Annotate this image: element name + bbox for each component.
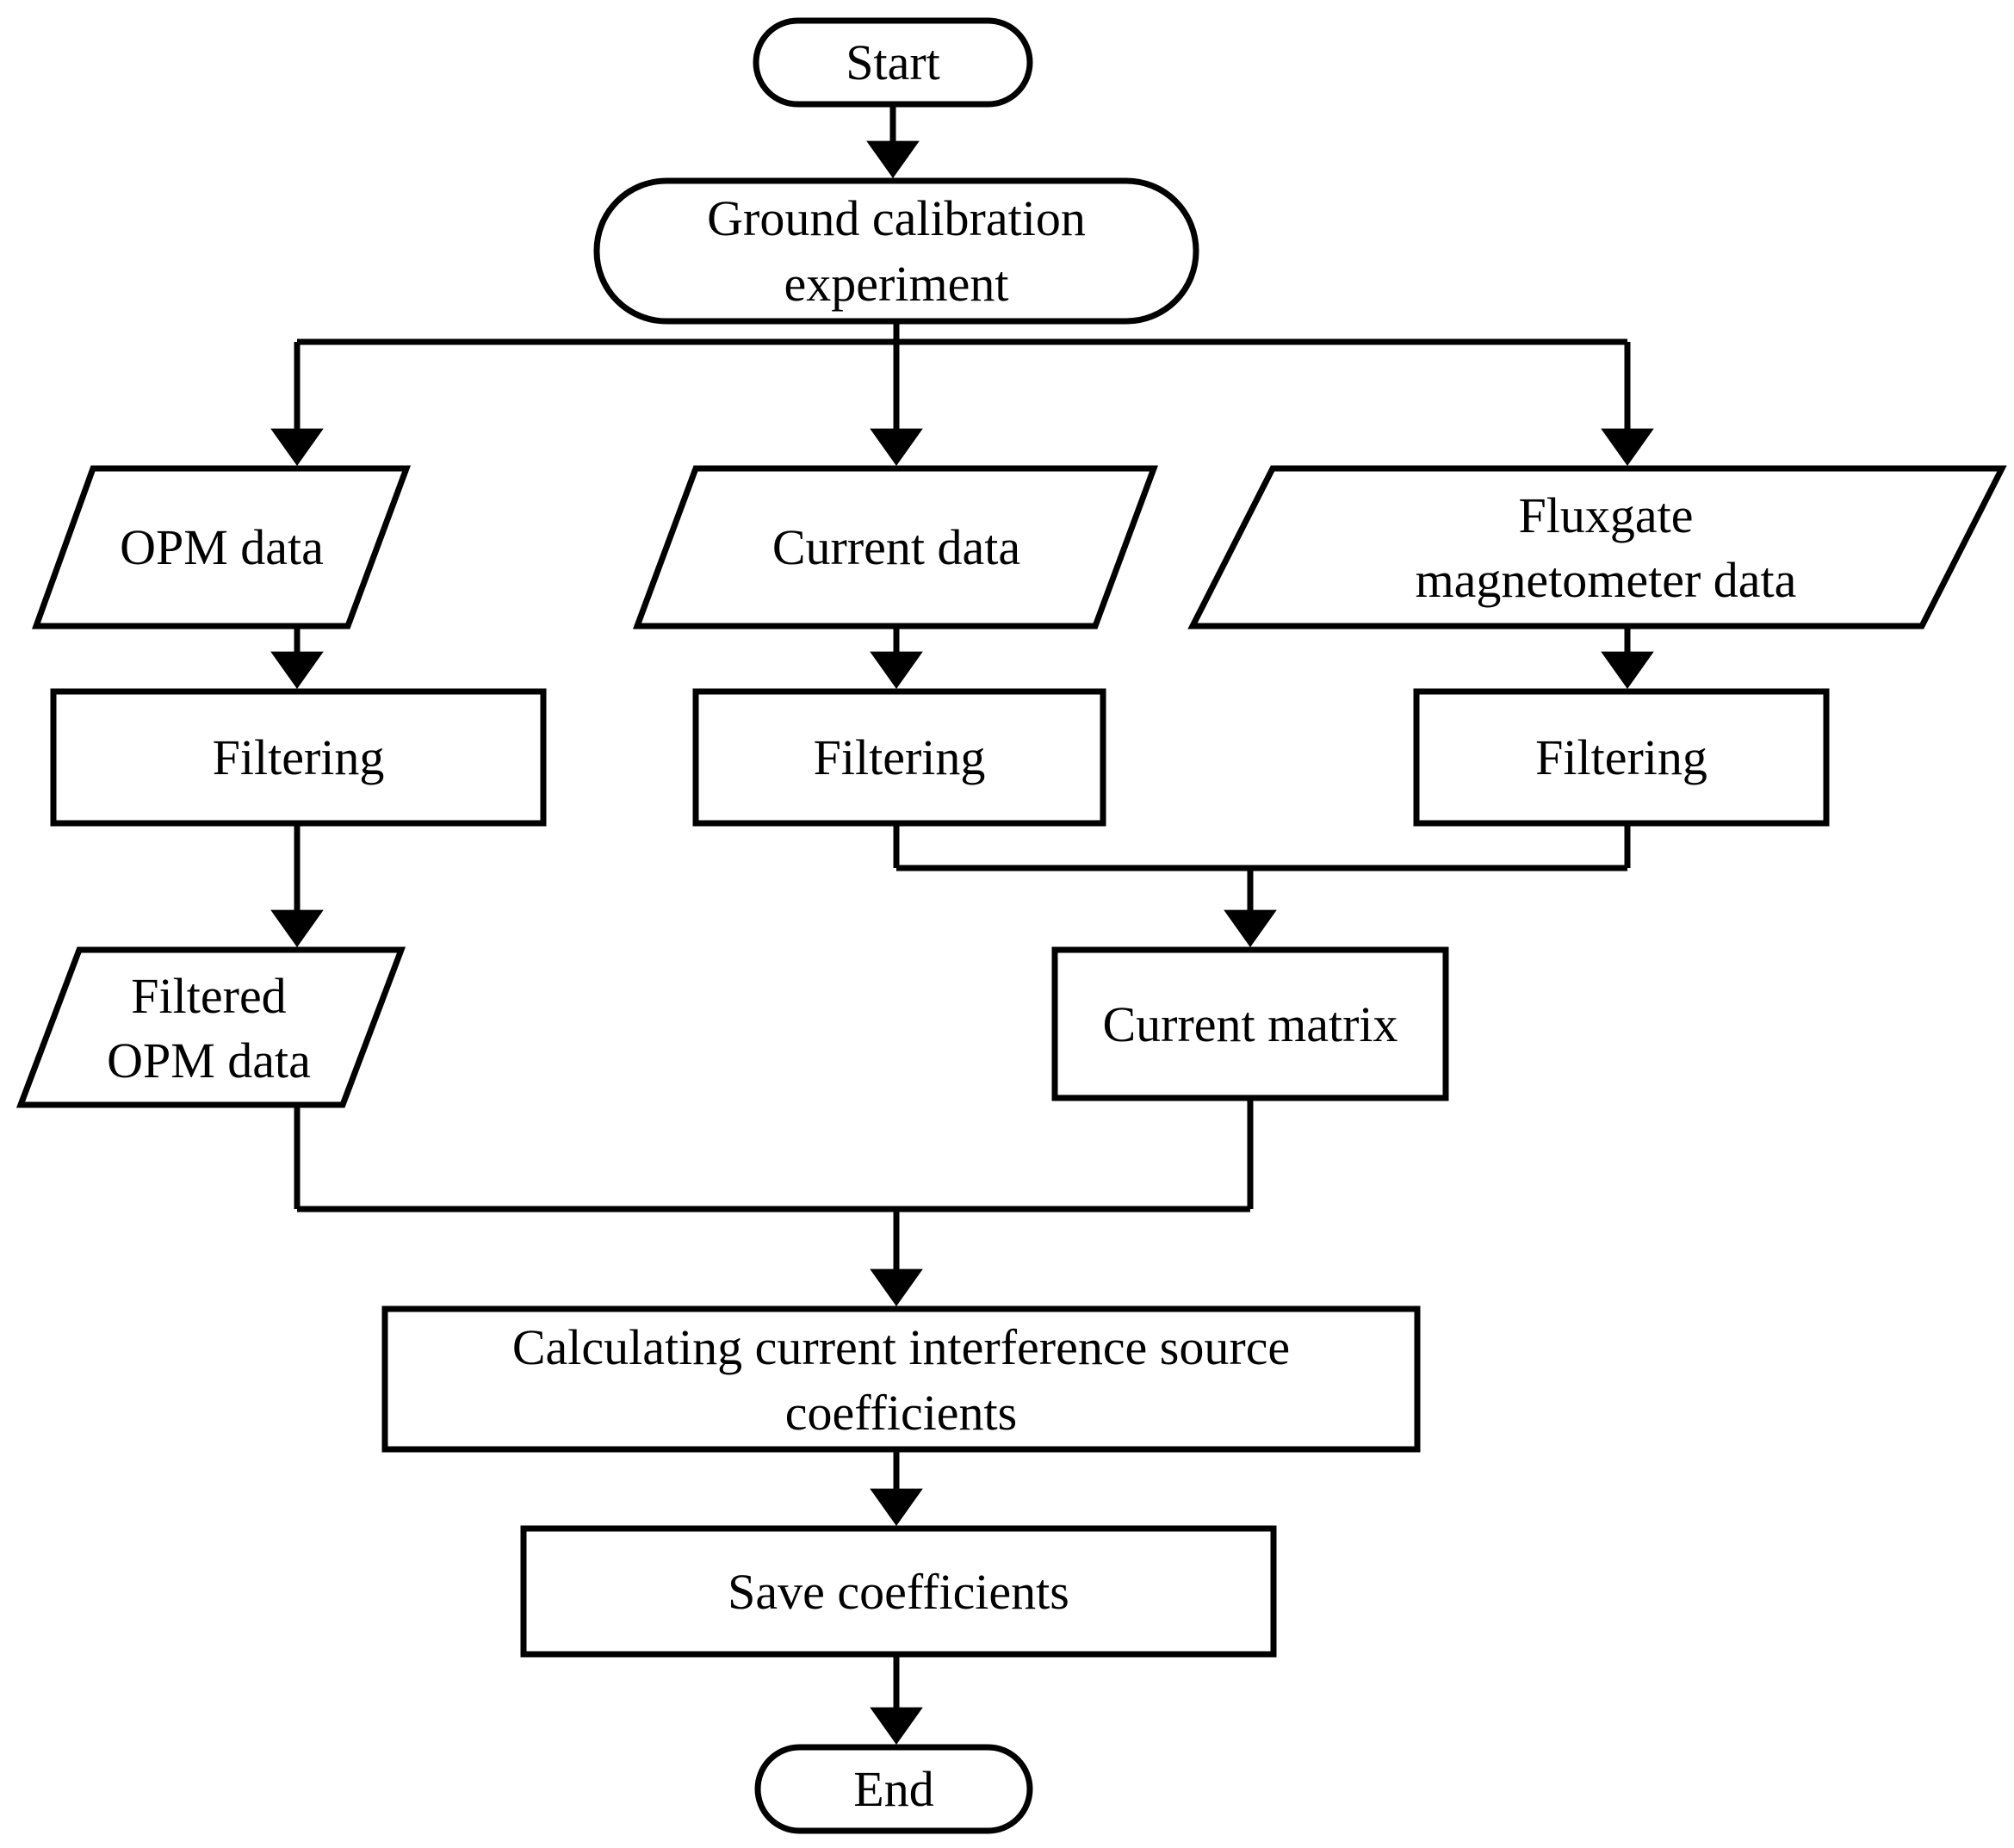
node-shape-current-data (632, 465, 1159, 629)
node-shape-current-matrix (1051, 946, 1449, 1101)
node-shape-filtering-opm (50, 688, 547, 827)
node-shape-opm-data (32, 465, 412, 629)
node-shape-start (753, 17, 1033, 108)
node-shape-fluxgate-data (1187, 465, 2007, 629)
node-shape-filtered-opm-data (15, 946, 406, 1108)
node-shape-calculating-coefficients (381, 1305, 1421, 1453)
node-shape-save-coefficients (520, 1525, 1277, 1658)
node-shape-end (754, 1744, 1033, 1834)
node-shape-filtering-fluxgate (1413, 688, 1830, 827)
node-shape-ground-calibration (593, 177, 1199, 325)
node-shape-filtering-current (692, 688, 1106, 827)
